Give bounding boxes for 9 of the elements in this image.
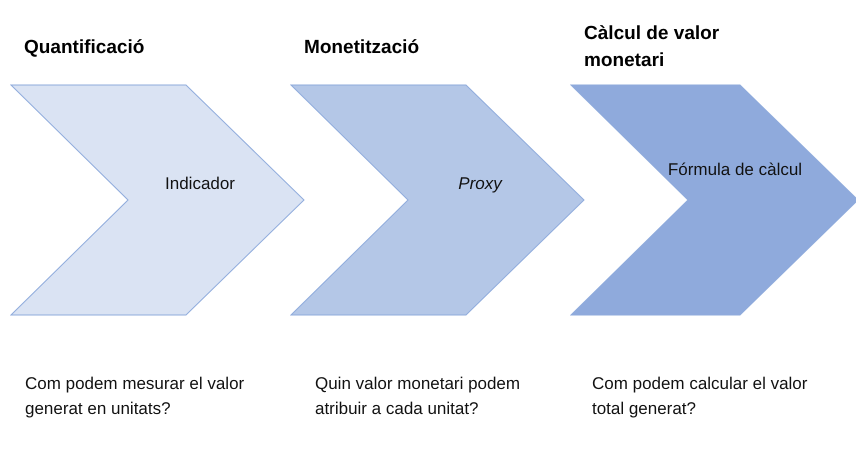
step-heading: Monetització — [304, 36, 420, 60]
step-label: Proxy — [457, 173, 504, 195]
guiding-question: Quin valor monetari podem atribuir a cada unitat? — [315, 373, 522, 420]
step-heading: Càlcul de valor monetari — [584, 22, 720, 73]
guiding-question: Com podem mesurar el valor generat en unitats? — [25, 373, 246, 420]
step-heading: Quantificació — [24, 36, 144, 60]
step-label: Indicador — [164, 173, 236, 195]
guiding-question: Com podem calcular el valor total generat? — [592, 373, 808, 420]
step-label: Fórmula de càlcul — [666, 159, 804, 181]
